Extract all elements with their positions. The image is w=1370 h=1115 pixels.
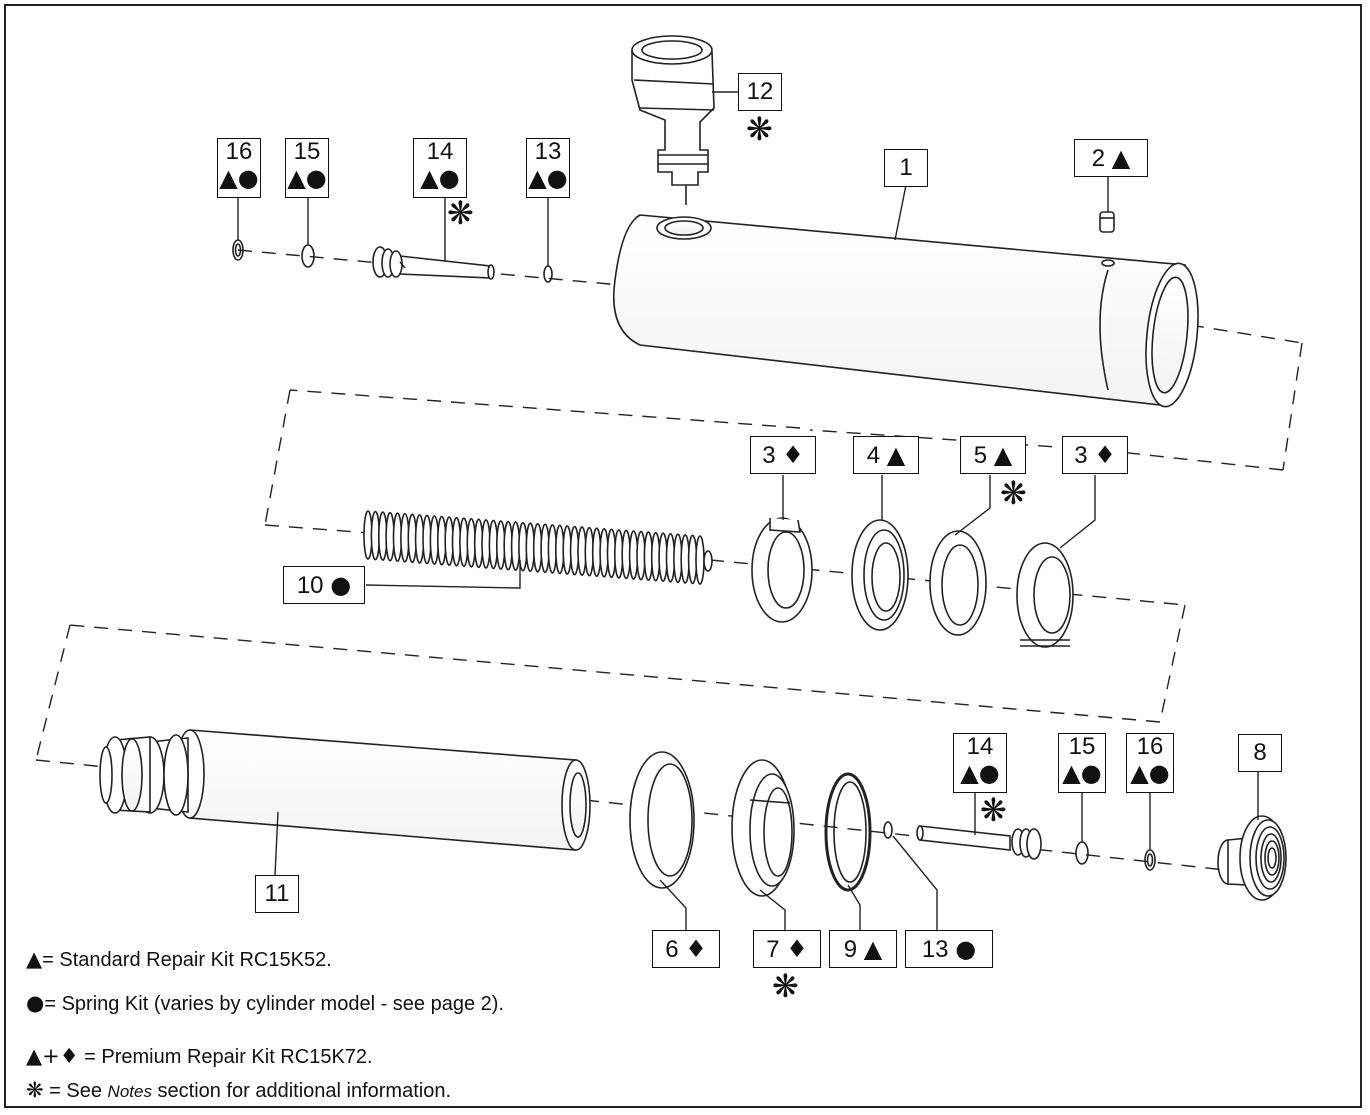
washer-part-5 (929, 530, 987, 636)
callout-1: 1 (884, 149, 928, 187)
asterisk-7: ❋ (772, 967, 799, 1005)
o-ring-part-16-bottom (1144, 849, 1156, 871)
gland-part-4 (851, 519, 909, 631)
legend-standard-kit: ▲= Standard Repair Kit RC15K52. (26, 947, 332, 971)
callout-4: 4 ▲ (853, 436, 919, 474)
backup-ring-part-15-top (301, 244, 315, 268)
plunger-part-11 (99, 729, 591, 851)
callout-13-top: 13▲● (526, 138, 570, 198)
callout-13-bottom: 13 ● (905, 930, 993, 968)
callout-5: 5 ▲ (960, 436, 1026, 474)
callout-16-top: 16▲● (217, 138, 261, 198)
piston-rod-pin-part-14-bottom (916, 825, 1042, 860)
piston-rod-pin-part-14-top (372, 246, 495, 280)
o-ring-part-13-top (543, 265, 553, 283)
callout-8: 8 (1238, 734, 1282, 772)
bearing-part-3-right (1016, 542, 1074, 648)
callout-3-left: 3 ♦ (750, 436, 816, 474)
bearing-ring-part-6 (629, 751, 695, 889)
asterisk-icon: ❋ (26, 1078, 44, 1102)
asterisk-12: ❋ (746, 110, 773, 148)
callout-3-right: 3 ♦ (1062, 436, 1128, 474)
legend-notes: ❋ = See Notes section for additional inf… (26, 1078, 452, 1102)
callout-15-top: 15▲● (285, 138, 329, 198)
callout-9: 9 ▲ (829, 930, 897, 968)
callout-2: 2 ▲ (1074, 139, 1148, 177)
asterisk-5: ❋ (1000, 474, 1027, 512)
asterisk-14-top: ❋ (447, 194, 474, 232)
legend-premium-kit: ▲+♦ = Premium Repair Kit RC15K72. (26, 1044, 373, 1068)
legend-spring-kit: ●= Spring Kit (varies by cylinder model … (26, 991, 504, 1015)
callout-14-top: 14▲● (413, 138, 467, 198)
leader-lines (237, 91, 1259, 930)
callout-10: 10 ● (283, 566, 365, 604)
callout-15-bottom: 15▲● (1058, 733, 1106, 793)
set-screw-part-2 (1099, 211, 1115, 233)
o-ring-part-13-bottom (883, 821, 893, 839)
spring-part-10 (363, 510, 713, 585)
backup-ring-part-15-bottom (1075, 841, 1089, 865)
cylinder-body-part-1 (613, 214, 1199, 408)
bearing-part-3-left (751, 517, 813, 623)
end-cap-part-8 (1217, 815, 1287, 901)
triangle-diamond-icon: ▲+♦ (26, 1044, 79, 1068)
callout-11: 11 (255, 875, 299, 913)
piston-part-7 (731, 759, 795, 897)
seal-part-9 (824, 772, 872, 892)
callout-16-bottom: 16▲● (1126, 733, 1174, 793)
triangle-icon: ▲ (26, 947, 43, 971)
coupler-part-12 (631, 35, 715, 205)
callout-12: 12 (738, 73, 782, 111)
circle-icon: ● (26, 991, 45, 1015)
asterisk-14-bottom: ❋ (980, 791, 1007, 829)
callout-6: 6 ♦ (652, 930, 720, 968)
callout-14-bottom: 14▲● (953, 733, 1007, 793)
callout-7: 7 ♦ (753, 930, 821, 968)
